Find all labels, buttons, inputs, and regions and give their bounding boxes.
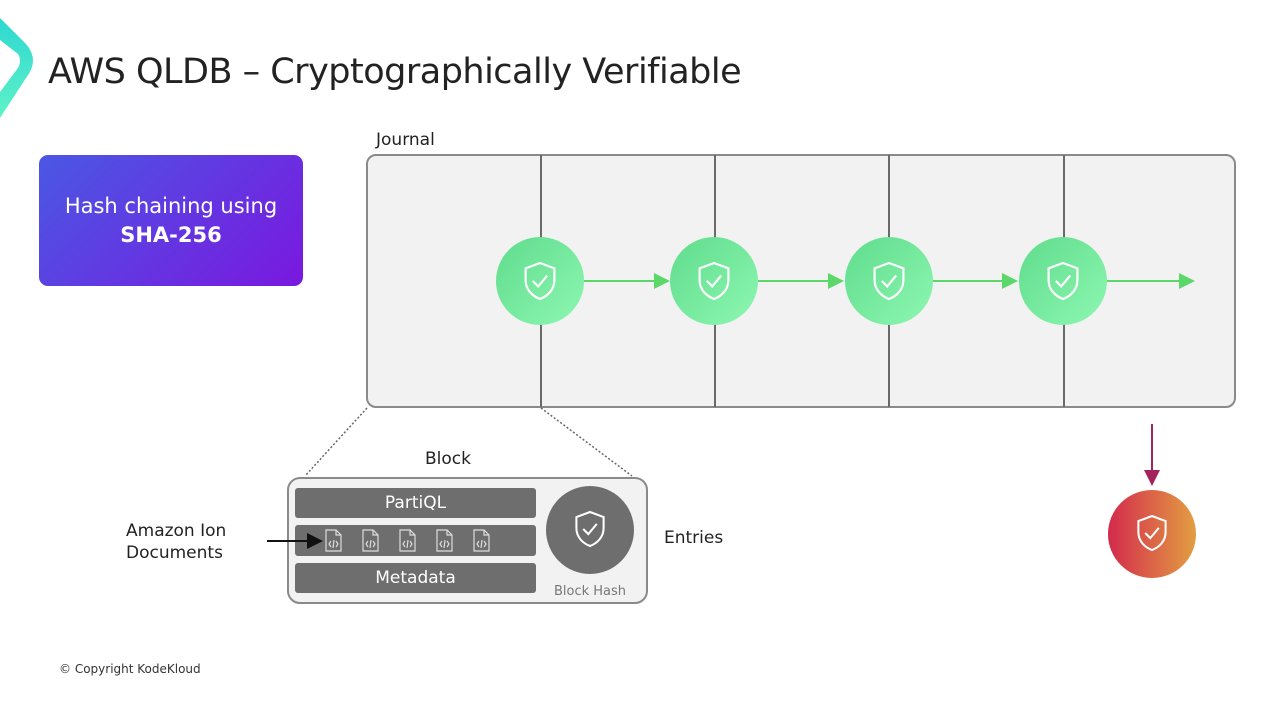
entries-label: Entries xyxy=(664,528,724,548)
callout-line2: SHA-256 xyxy=(120,222,222,247)
hash-node xyxy=(670,237,758,325)
document-icon xyxy=(399,529,416,552)
block xyxy=(287,477,648,604)
hash-node xyxy=(1019,237,1107,325)
journal xyxy=(366,154,1236,408)
hash-node xyxy=(845,237,933,325)
partiql-row xyxy=(295,488,536,518)
document-icons xyxy=(325,529,490,552)
hash-chaining-callout: Hash chaining using SHA-256 xyxy=(39,155,303,286)
block-label: Block xyxy=(425,449,471,469)
metadata-label: Metadata xyxy=(375,568,456,588)
document-icon xyxy=(436,529,453,552)
journal-label: Journal xyxy=(376,130,435,150)
callout-line1: Hash chaining using xyxy=(64,193,278,218)
metadata-row xyxy=(295,563,536,593)
digest-node xyxy=(1108,490,1196,578)
ion-documents-label: Amazon Ion Documents xyxy=(126,520,226,564)
copyright: © Copyright KodeKloud xyxy=(59,662,201,676)
block-hash-circle xyxy=(546,486,634,574)
document-icon xyxy=(362,529,379,552)
partiql-label: PartiQL xyxy=(384,493,447,513)
document-icon xyxy=(325,529,342,552)
hash-node xyxy=(496,237,584,325)
page-title: AWS QLDB – Cryptographically Verifiable xyxy=(48,52,742,92)
zoom-lines xyxy=(304,407,633,477)
ion-documents-line2: Documents xyxy=(126,543,223,563)
document-icon xyxy=(473,529,490,552)
logo-chevron xyxy=(0,18,33,118)
block-hash-label: Block Hash xyxy=(553,584,627,599)
ion-documents-line1: Amazon Ion xyxy=(126,521,227,541)
